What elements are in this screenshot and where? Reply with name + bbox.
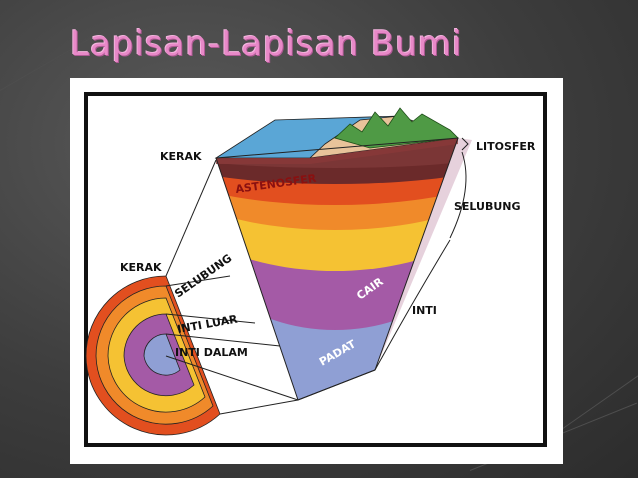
crust-edge <box>216 138 458 164</box>
bracket-selubung <box>449 151 467 239</box>
label-inti: INTI <box>412 304 437 317</box>
earth-cross-section <box>85 275 221 436</box>
slide-title: Lapisan-Lapisan Bumi <box>70 24 463 64</box>
right-brackets <box>374 137 469 371</box>
decor-line-2 <box>559 366 638 431</box>
wedge-front-edge <box>297 369 376 401</box>
earth-layers-diagram: KERAK KERAK LITOSFER SELUBUNG INTI ASTEN… <box>85 107 536 436</box>
label-kerak-left: KERAK <box>120 261 162 274</box>
label-litosfer: LITOSFER <box>476 140 536 153</box>
figure-panel: KERAK KERAK LITOSFER SELUBUNG INTI ASTEN… <box>70 78 563 464</box>
ring-inti-dalam <box>143 333 181 376</box>
label-selubung-right: SELUBUNG <box>454 200 521 213</box>
wedge-side-face <box>375 138 472 370</box>
label-inti-dalam: INTI DALAM <box>175 346 248 359</box>
bracket-inti <box>374 239 451 371</box>
label-selubung-diag: SELUBUNG <box>172 252 234 301</box>
bracket-litosfer <box>461 137 469 151</box>
label-kerak-top: KERAK <box>160 150 202 163</box>
figure-frame <box>84 92 547 447</box>
connector-lines <box>165 159 299 415</box>
